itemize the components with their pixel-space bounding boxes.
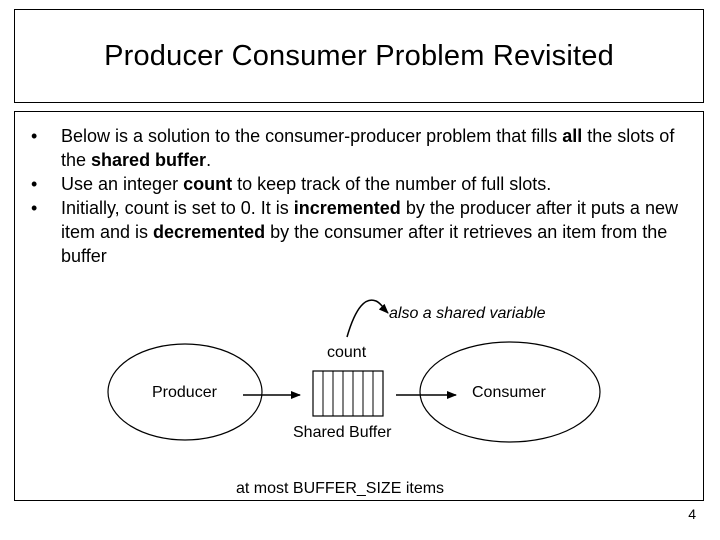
shared-variable-note: also a shared variable xyxy=(389,305,546,322)
producer-ellipse xyxy=(107,343,263,441)
bullet-text: to keep track of the number of full slot… xyxy=(232,174,552,194)
bullet-text: Initially, count is set to 0. It is xyxy=(61,198,294,218)
page-number: 4 xyxy=(688,506,696,522)
bullet-list: • Below is a solution to the consumer-pro… xyxy=(27,124,687,268)
producer-label: Producer xyxy=(152,384,217,401)
bullet-dot: • xyxy=(31,198,38,218)
buffer-rect xyxy=(312,370,384,417)
bullet-emphasis: all xyxy=(562,126,583,146)
bullet-emphasis: count xyxy=(183,174,233,194)
buffer-capacity-note: at most BUFFER_SIZE items xyxy=(236,480,445,497)
title-box: Producer Consumer Problem Revisited xyxy=(14,9,704,103)
bullet-item: • Initially, count is set to 0. It is inc… xyxy=(27,196,687,268)
shared-variable-pointer-arrow xyxy=(346,299,389,338)
buffer-slots xyxy=(322,371,374,416)
count-label: count xyxy=(327,344,367,361)
bullet-text: . xyxy=(206,150,212,170)
bullet-emphasis: incremented xyxy=(293,198,401,218)
bullet-dot: • xyxy=(31,174,38,194)
consumer-ellipse xyxy=(419,341,601,443)
bullet-item: • Use an integer count to keep track of t… xyxy=(27,172,687,196)
bullet-text: by the producer after it puts a new item… xyxy=(61,198,678,242)
bullet-emphasis: decremented xyxy=(153,222,266,242)
consumer-label: Consumer xyxy=(472,384,546,401)
bullet-text: Use an integer xyxy=(61,174,184,194)
content-box: • Below is a solution to the consumer-pro… xyxy=(14,111,704,501)
shared-buffer-label: Shared Buffer xyxy=(293,424,392,441)
bullet-item: • Below is a solution to the consumer-pro… xyxy=(27,124,687,172)
bullet-dot: • xyxy=(31,126,38,146)
bullet-text: the slots of the xyxy=(61,126,675,170)
bullet-emphasis: shared buffer xyxy=(91,150,207,170)
bullet-text: Below is a solution to the consumer-prod… xyxy=(61,126,563,146)
bullet-text: by the consumer after it retrieves an it… xyxy=(61,222,668,266)
slide-title: Producer Consumer Problem Revisited xyxy=(104,39,614,72)
